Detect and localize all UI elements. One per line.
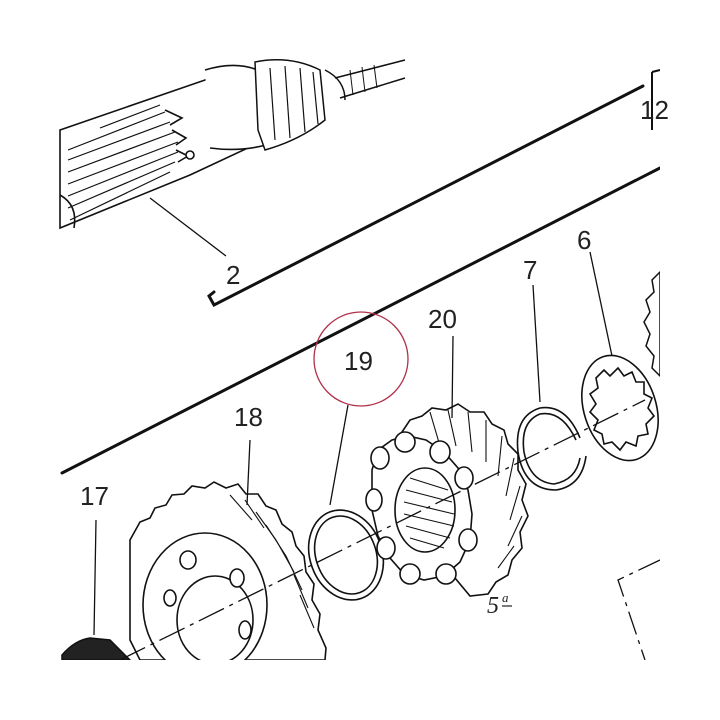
label-part-20: 20 bbox=[428, 304, 457, 334]
snap-ring-part-19 bbox=[307, 404, 385, 601]
gear-part-18 bbox=[129, 439, 327, 678]
upper-shaft-gear bbox=[254, 59, 406, 151]
gear-part-17 bbox=[61, 519, 132, 661]
gear-marker-number: 5 bbox=[487, 593, 499, 619]
crop-mask-right bbox=[660, 0, 720, 720]
gear-position-marker: 5 a bbox=[487, 590, 512, 619]
part-12-edge bbox=[651, 69, 661, 130]
right-edge-gear bbox=[643, 270, 661, 378]
leader-line-2 bbox=[149, 197, 227, 257]
label-part-18: 18 bbox=[234, 402, 263, 432]
label-part-12: 12 bbox=[640, 95, 669, 125]
gear-marker-superscript: a bbox=[502, 590, 509, 605]
panel-borders bbox=[60, 84, 662, 475]
crop-mask-bottom bbox=[0, 660, 720, 720]
label-part-7: 7 bbox=[523, 255, 537, 285]
label-part-2: 2 bbox=[226, 260, 240, 290]
snap-ring-part-7 bbox=[516, 284, 587, 491]
label-part-17: 17 bbox=[80, 481, 109, 511]
highlight-circle bbox=[313, 311, 409, 407]
detail-box-outline bbox=[617, 559, 661, 661]
center-axis-line bbox=[119, 399, 646, 661]
tab-washer-part-6 bbox=[581, 251, 659, 462]
gear-part-20 bbox=[365, 335, 529, 597]
shaft-part-2 bbox=[59, 64, 267, 230]
label-part-19: 19 bbox=[344, 346, 373, 376]
label-part-6: 6 bbox=[577, 225, 591, 255]
